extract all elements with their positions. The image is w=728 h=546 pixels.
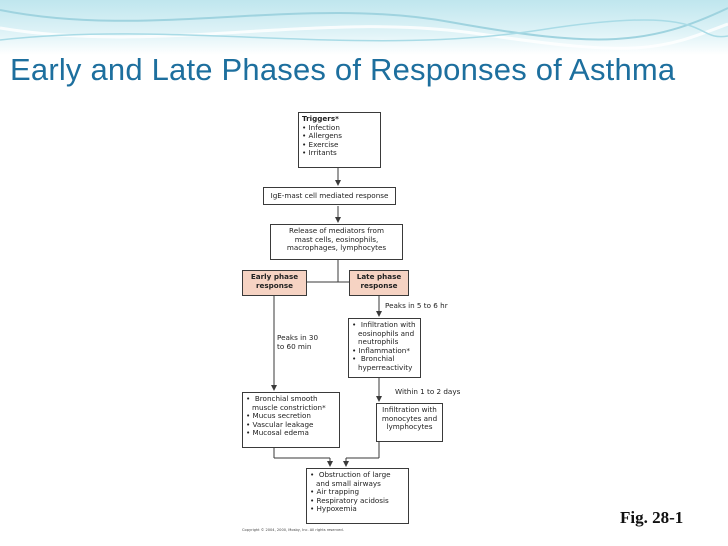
early-effects-box: Bronchial smooth muscle constriction* Mu… — [242, 392, 340, 448]
release-mediators-box: Release of mediators from mast cells, eo… — [270, 224, 403, 260]
outcome-item: Hypoxemia — [310, 505, 405, 514]
ige-response-box: IgE-mast cell mediated response — [263, 187, 396, 205]
early-effect-text: Vascular leakage — [252, 419, 314, 429]
early-effect-text: Mucosal edema — [252, 428, 309, 438]
late-effect-text: hyperreactivity — [358, 362, 413, 372]
outcomes-box: Obstruction of large and small airways A… — [306, 468, 409, 524]
peaks-early-line: to 60 min — [277, 341, 312, 351]
outcome-item: Air trapping — [310, 487, 405, 497]
late-effect-text: Bronchial — [360, 354, 395, 364]
triggers-box: Triggers* Infection Allergens Exercise I… — [298, 112, 381, 168]
infiltration-monocytes-line: lymphocytes — [386, 422, 433, 432]
early-effect-item: Bronchial smooth muscle constriction* — [246, 394, 336, 412]
early-effect-text: muscle constriction* — [252, 402, 326, 412]
peaks-early-line: Peaks in 30 — [277, 333, 319, 342]
trigger-item: Infection — [302, 123, 377, 133]
release-mediators-line: Release of mediators from — [289, 226, 384, 235]
outcome-text: and small airways — [316, 478, 381, 488]
outcome-text: Hypoxemia — [316, 504, 357, 514]
infiltration-monocytes-line: Infiltration with — [382, 405, 437, 414]
late-phase-line: response — [360, 280, 398, 290]
triggers-title: Triggers* — [302, 114, 339, 123]
late-effect-text: neutrophils — [358, 337, 399, 347]
early-effect-text: Mucus secretion — [252, 411, 311, 421]
late-effects-box: Infiltration with eosinophils and neutro… — [348, 318, 421, 378]
slide-title: Early and Late Phases of Responses of As… — [10, 52, 676, 87]
outcome-text: Respiratory acidosis — [316, 495, 389, 505]
release-mediators-line: macrophages, lymphocytes — [286, 243, 387, 253]
early-effect-text: Bronchial smooth — [254, 394, 318, 403]
late-effect-text: Infiltration with — [360, 320, 416, 329]
header-wave-decoration — [0, 7, 728, 50]
outcome-text: Air trapping — [316, 487, 360, 497]
flowchart-connectors — [271, 168, 382, 467]
peaks-late-label: Peaks in 5 to 6 hr — [385, 301, 448, 310]
early-phase-line: response — [255, 280, 294, 290]
ige-response-text: IgE-mast cell mediated response — [270, 191, 389, 200]
asthma-flowchart: Triggers* Infection Allergens Exercise I… — [236, 108, 469, 536]
header-band — [0, 0, 728, 55]
late-phase-box: Late phase response — [349, 270, 409, 296]
peaks-early-label: Peaks in 30 to 60 min — [277, 333, 319, 351]
early-effect-item: Mucus secretion — [246, 411, 336, 421]
early-effect-item: Mucosal edema — [246, 429, 336, 438]
triggers-list: Infection Allergens Exercise Irritants — [302, 123, 377, 158]
outcome-text: Obstruction of large — [318, 470, 391, 479]
late-effect-item: Bronchial hyperreactivity — [352, 355, 417, 372]
early-effect-item: Vascular leakage — [246, 419, 336, 430]
early-phase-line: Early phase — [250, 272, 299, 281]
outcomes-list: Obstruction of large and small airways A… — [310, 470, 405, 514]
late-effect-item: Infiltration with eosinophils and neutro… — [352, 320, 417, 347]
release-mediators-line: mast cells, eosinophils, — [294, 234, 379, 244]
trigger-item: Exercise — [302, 140, 377, 150]
trigger-item: Allergens — [302, 132, 377, 141]
copyright-text: Copyright © 2004, 2000, Mosby, Inc. All … — [242, 528, 344, 532]
infiltration-monocytes-line: monocytes and — [381, 413, 438, 423]
outcome-item: Obstruction of large and small airways — [310, 470, 405, 488]
late-phase-line: Late phase — [356, 272, 402, 281]
within-days-label: Within 1 to 2 days — [395, 387, 461, 396]
outcome-item: Respiratory acidosis — [310, 495, 405, 506]
early-effects-list: Bronchial smooth muscle constriction* Mu… — [246, 394, 336, 438]
figure-label: Fig. 28-1 — [620, 508, 684, 527]
late-effect-text: Inflammation* — [358, 345, 410, 355]
early-phase-box: Early phase response — [242, 270, 307, 296]
late-effect-text: eosinophils and — [358, 328, 415, 338]
late-effects-list: Infiltration with eosinophils and neutro… — [352, 320, 417, 373]
trigger-item: Irritants — [302, 149, 377, 158]
infiltration-monocytes-box: Infiltration with monocytes and lymphocy… — [376, 403, 443, 442]
late-effect-item: Inflammation* — [352, 345, 417, 356]
